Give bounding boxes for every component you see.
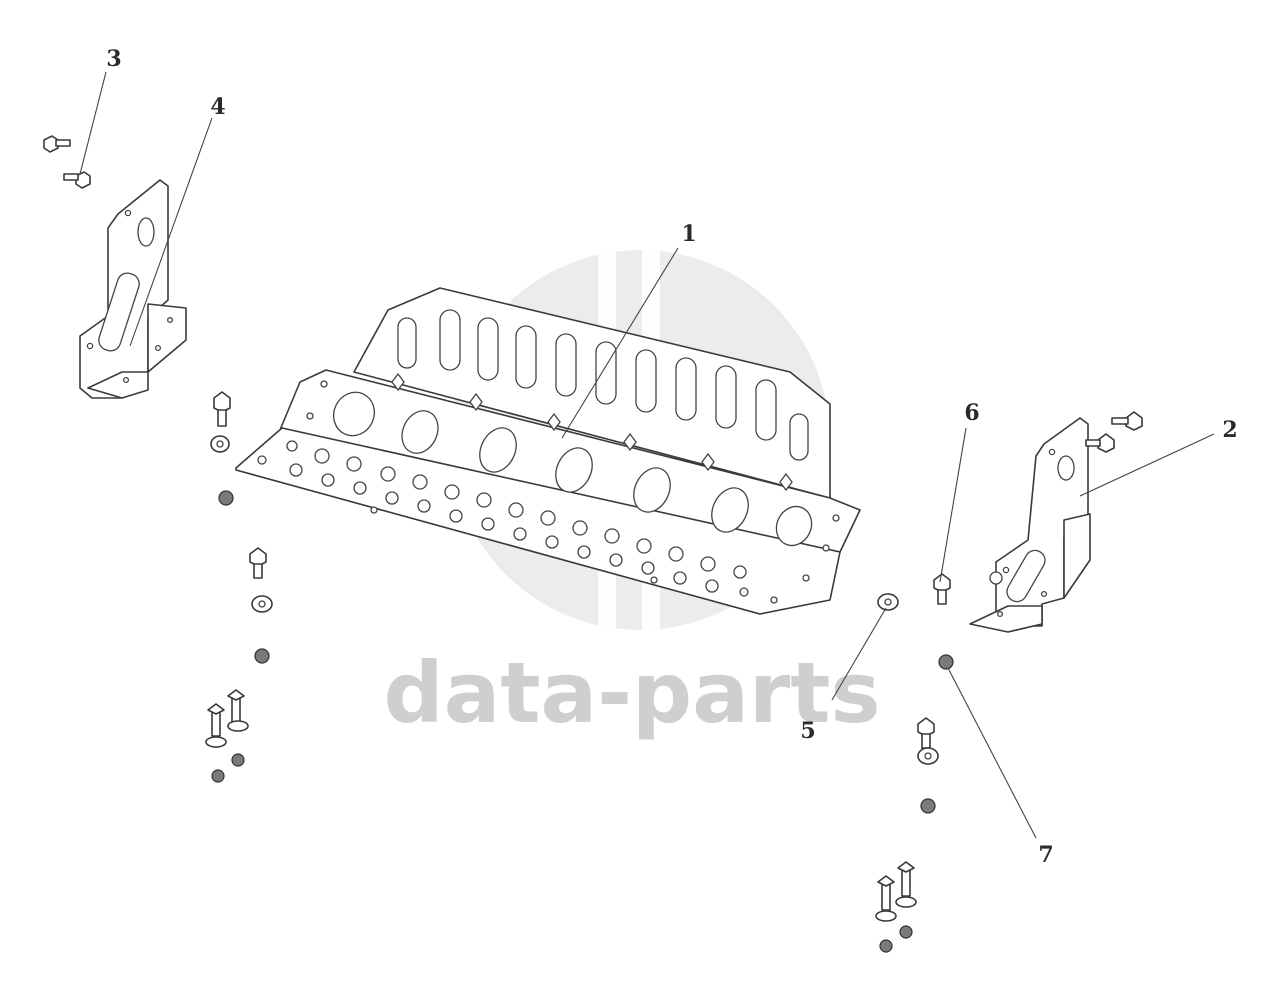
skid-plate-middle-ovals: [332, 391, 813, 547]
callout-7: 7: [1038, 842, 1053, 868]
callout-4: 4: [210, 94, 225, 120]
skid-plate-base-holes: [257, 440, 749, 597]
callout-labels: 1 2 3 4 5 6 7: [106, 46, 1237, 868]
leader-lines: [79, 71, 1215, 839]
bolt-group-top-left[interactable]: [43, 135, 91, 189]
leader-4: [129, 117, 213, 347]
callout-1: 1: [681, 221, 696, 247]
part-skid-plate[interactable]: [235, 287, 861, 615]
hardware-stack-left[interactable]: [205, 391, 273, 783]
skid-plate-fold-diamonds: [391, 372, 793, 492]
callout-2: 2: [1222, 417, 1237, 443]
part-right-bracket[interactable]: [969, 417, 1091, 633]
leader-2: [1079, 433, 1215, 497]
callout-6: 6: [964, 400, 979, 426]
part-left-bracket[interactable]: [79, 179, 187, 399]
leader-7: [947, 667, 1037, 839]
skid-plate-edge-holes: [306, 380, 840, 604]
callout-5: 5: [800, 718, 815, 744]
bolt-group-right-bracket[interactable]: [1085, 411, 1143, 453]
hardware-stack-right[interactable]: [875, 573, 954, 953]
leader-6: [939, 427, 967, 583]
leader-3: [79, 71, 107, 175]
leader-1: [561, 247, 679, 439]
leader-5: [831, 607, 887, 701]
watermark-text: data-parts: [384, 644, 881, 742]
callout-3: 3: [106, 46, 121, 72]
